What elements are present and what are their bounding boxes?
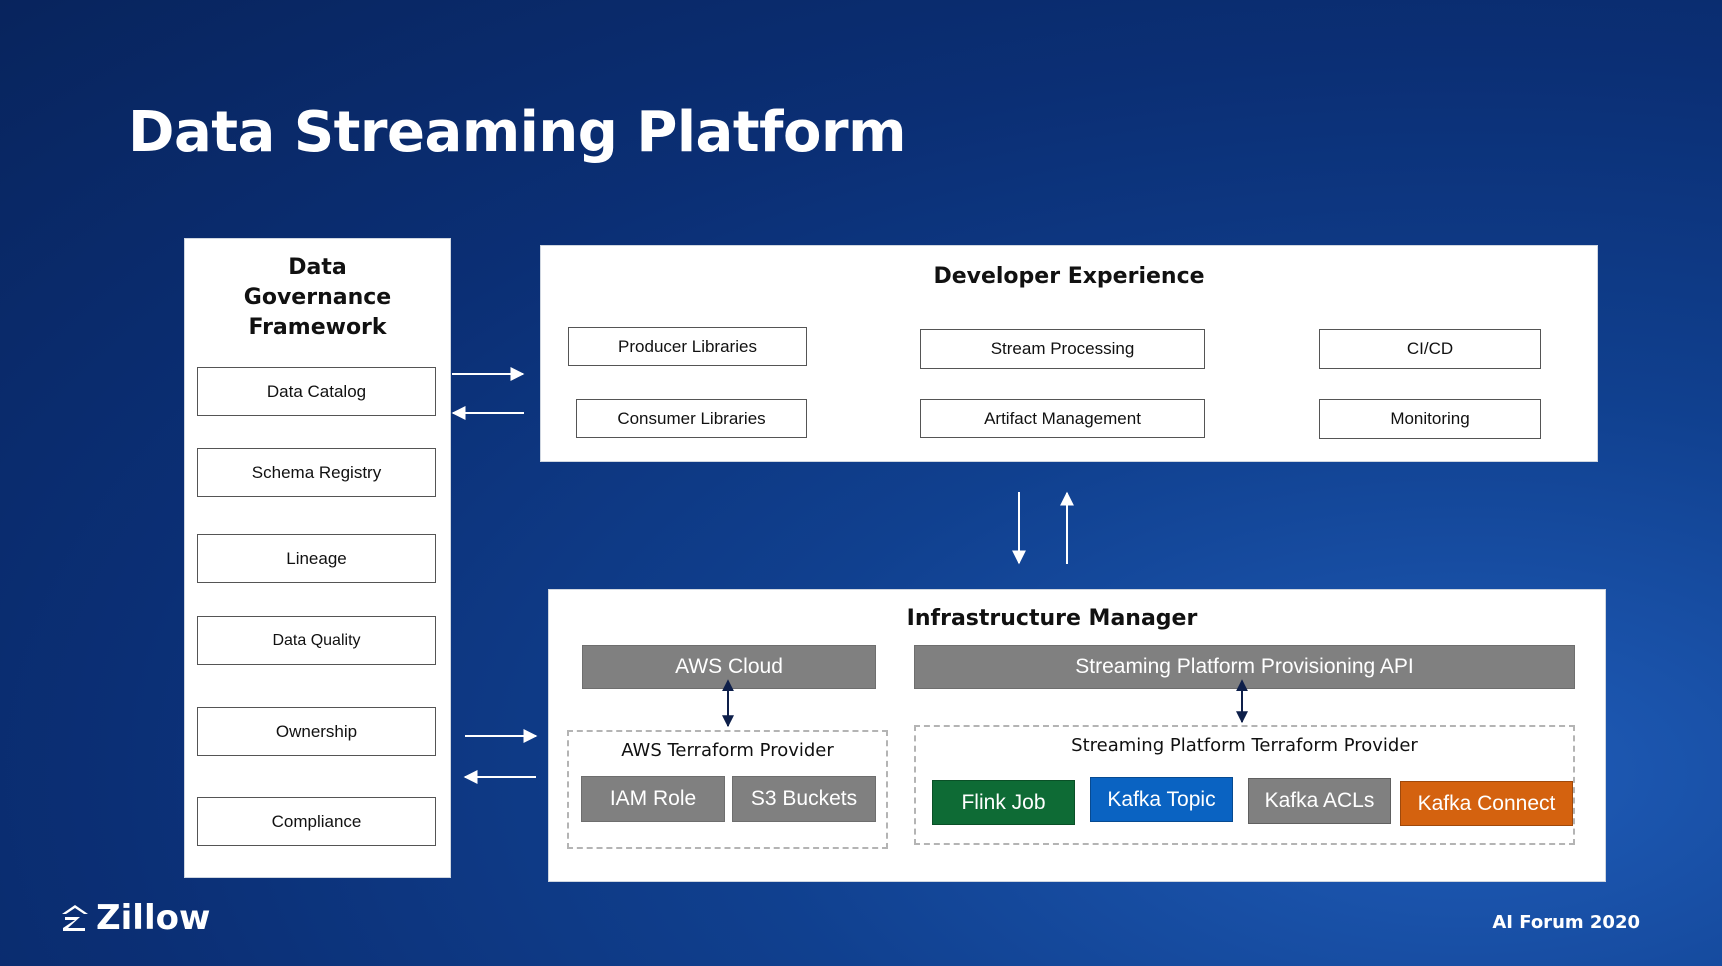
event-label: AI Forum 2020 [1492,912,1640,933]
aws-terraform-provider-label: AWS Terraform Provider [621,740,834,761]
developer-experience-panel: Developer Experience Producer Libraries … [540,245,1598,462]
zillow-brand-text: Zillow [96,898,211,938]
dev-item-monitoring[interactable]: Monitoring [1319,399,1541,439]
kafka-acls-box[interactable]: Kafka ACLs [1248,778,1391,824]
governance-item-compliance[interactable]: Compliance [197,797,436,846]
data-governance-panel: Data Governance Framework Data Catalog S… [184,238,451,878]
governance-item-lineage[interactable]: Lineage [197,534,436,583]
dev-item-consumer-libraries[interactable]: Consumer Libraries [576,399,807,438]
governance-item-data-catalog[interactable]: Data Catalog [197,367,436,416]
flink-job-box[interactable]: Flink Job [932,780,1075,825]
dev-item-ci-cd[interactable]: CI/CD [1319,329,1541,369]
dev-item-stream-processing[interactable]: Stream Processing [920,329,1205,369]
developer-experience-title: Developer Experience [933,264,1205,289]
kafka-topic-box[interactable]: Kafka Topic [1090,777,1233,822]
governance-item-schema-registry[interactable]: Schema Registry [197,448,436,497]
aws-cloud-box[interactable]: AWS Cloud [582,645,876,689]
provisioning-api-box[interactable]: Streaming Platform Provisioning API [914,645,1575,689]
infrastructure-manager-panel: Infrastructure Manager AWS Cloud Streami… [548,589,1606,882]
dev-item-artifact-management[interactable]: Artifact Management [920,399,1205,438]
streaming-platform-terraform-provider-label: Streaming Platform Terraform Provider [1071,735,1418,756]
dev-item-producer-libraries[interactable]: Producer Libraries [568,327,807,366]
kafka-connect-box[interactable]: Kafka Connect [1400,781,1573,826]
aws-terraform-provider-group: AWS Terraform Provider IAM Role S3 Bucke… [567,730,888,849]
data-governance-title: Data Governance Framework [243,255,392,340]
governance-item-ownership[interactable]: Ownership [197,707,436,756]
infrastructure-manager-title: Infrastructure Manager [906,606,1198,631]
governance-item-data-quality[interactable]: Data Quality [197,616,436,665]
iam-role-box[interactable]: IAM Role [581,776,725,822]
zillow-house-icon [62,905,88,931]
streaming-platform-terraform-provider-group: Streaming Platform Terraform Provider Fl… [914,725,1575,845]
zillow-logo: Zillow [60,898,210,938]
s3-buckets-box[interactable]: S3 Buckets [732,776,876,822]
page-title: Data Streaming Platform [128,100,906,165]
